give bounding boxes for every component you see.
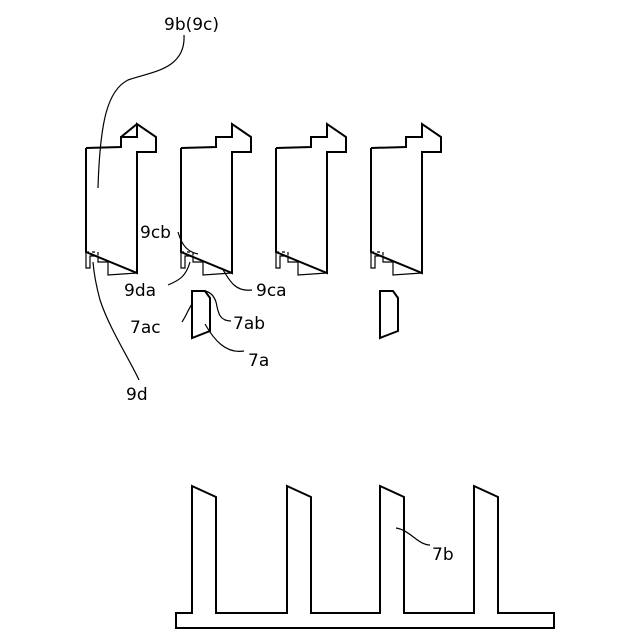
label-9ca: 9ca	[256, 281, 287, 301]
label-9d: 9d	[126, 385, 148, 405]
plate-9b-1	[86, 124, 156, 275]
label-7a: 7a	[248, 351, 269, 371]
plate-9b-4	[371, 124, 441, 275]
label-7b: 7b	[432, 545, 454, 565]
label-7ab: 7ab	[233, 314, 265, 334]
fin-7a-2	[380, 291, 398, 338]
label-9cb: 9cb	[140, 223, 171, 243]
label-9da: 9da	[124, 281, 156, 301]
fin-7a	[192, 291, 210, 338]
comb-base-7b	[176, 486, 554, 628]
label-9b-9c: 9b(9c)	[164, 15, 219, 35]
label-7ac: 7ac	[130, 318, 161, 338]
plate-9b-3	[276, 124, 346, 275]
